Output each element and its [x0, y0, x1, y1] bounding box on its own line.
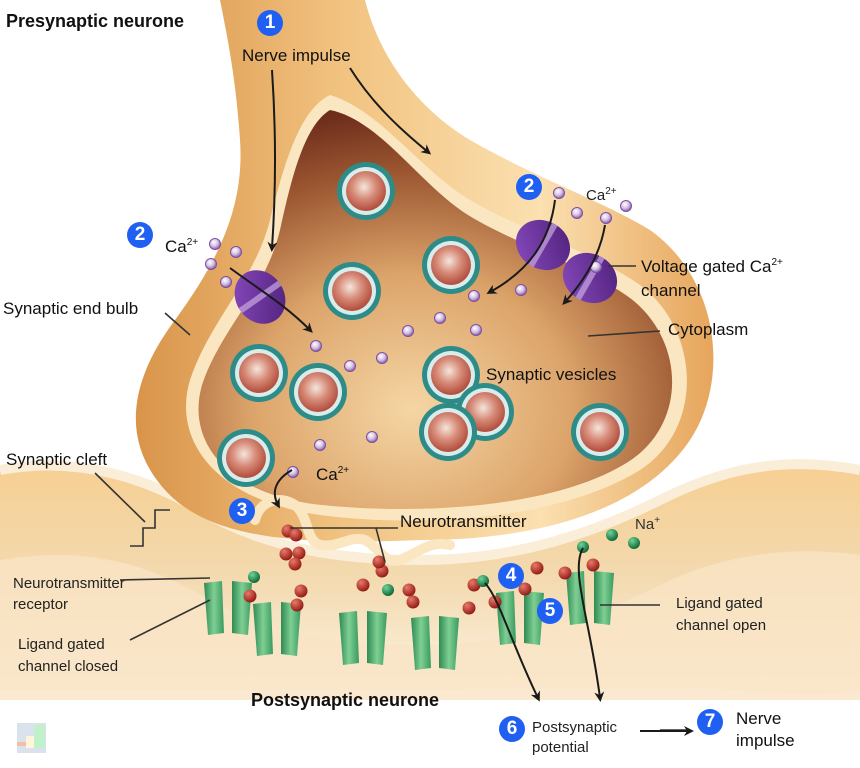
calcium-ion — [468, 290, 480, 302]
neurotransmitter-molecule — [356, 578, 370, 592]
synaptic-end-bulb-label: Synaptic end bulb — [3, 299, 139, 318]
ligand-gated-channel — [411, 616, 459, 670]
ca-entry-arrow-left — [229, 267, 313, 333]
calcium-ion — [230, 246, 242, 258]
na-arrow-2 — [577, 547, 605, 702]
nerve-impulse-label: Nerve impulse — [242, 46, 351, 65]
calcium-label-right: Ca2+ — [586, 186, 617, 204]
calcium-ion — [553, 187, 565, 199]
synaptic-vesicle — [323, 262, 381, 320]
synaptic-vesicle — [230, 344, 288, 402]
neurotransmitter-molecule — [292, 546, 306, 560]
leader-receptor — [119, 577, 211, 581]
neurotransmitter-molecule — [462, 601, 476, 615]
voltage-gated-calcium-channel — [515, 219, 571, 271]
calcium-ion — [434, 312, 446, 324]
synaptic-vesicles-label: Synaptic vesicles — [486, 365, 617, 384]
calcium-ion — [209, 238, 221, 250]
neurotransmitter-molecule — [372, 555, 386, 569]
neurotransmitter-molecule — [558, 566, 572, 580]
calcium-ion — [571, 207, 583, 219]
synaptic-vesicle — [419, 403, 477, 461]
leader-cytoplasm — [587, 330, 661, 337]
step-badge-2-right: 2 — [516, 174, 542, 200]
neurotransmitter-label: Neurotransmitter — [400, 512, 527, 531]
synaptic-vesicle — [217, 429, 275, 487]
ligand-gated-channel — [253, 602, 301, 656]
step-badge-7: 7 — [697, 709, 723, 735]
synaptic-vesicle — [289, 363, 347, 421]
sodium-ion — [577, 541, 589, 553]
neurotransmitter-molecule — [279, 547, 293, 561]
synaptic-cleft-bracket — [130, 509, 170, 547]
synaptic-vesicle — [422, 346, 480, 404]
calcium-ion — [515, 284, 527, 296]
neurotransmitter-molecule — [518, 582, 532, 596]
calcium-ion — [620, 200, 632, 212]
step-badge-4: 4 — [498, 563, 524, 589]
synaptic-cleft-label: Synaptic cleft — [6, 450, 108, 469]
calcium-label-bottom: Ca2+ — [316, 465, 350, 484]
calcium-ion — [205, 258, 217, 270]
synaptic-vesicle — [422, 236, 480, 294]
calcium-ion — [376, 352, 388, 364]
sodium-ion — [248, 571, 260, 583]
sodium-ion — [382, 584, 394, 596]
calcium-ion — [220, 276, 232, 288]
step-badge-2-left: 2 — [127, 222, 153, 248]
calcium-label-left: Ca2+ — [165, 237, 199, 256]
cytoplasm-label: Cytoplasm — [668, 320, 749, 339]
watermark-logo — [17, 723, 46, 753]
neurotransmitter-molecule — [402, 583, 416, 597]
synaptic-vesicle — [337, 162, 395, 220]
calcium-ion — [470, 324, 482, 336]
step-badge-3: 3 — [229, 498, 255, 524]
neurotransmitter-molecule — [530, 561, 544, 575]
leader-closed-channel — [129, 599, 211, 641]
sodium-ion — [628, 537, 640, 549]
leader-end-bulb — [164, 312, 191, 336]
sodium-ion — [606, 529, 618, 541]
neurotransmitter-molecule — [586, 558, 600, 572]
neurotransmitter-molecule — [288, 557, 302, 571]
impulse-arrow-left — [267, 69, 278, 252]
calcium-ion — [600, 212, 612, 224]
ca-entry-arrow-right1 — [486, 199, 556, 294]
exocytosis-arrow — [270, 469, 293, 509]
voltage-gated-channel-label: Voltage gated Ca2+ channel — [641, 257, 783, 300]
presynaptic-title: Presynaptic neurone — [6, 11, 185, 31]
voltage-gated-calcium-channel — [234, 270, 286, 324]
step-badge-1: 1 — [257, 10, 283, 36]
calcium-ion — [314, 439, 326, 451]
neurotransmitter-molecule — [294, 584, 308, 598]
step-badge-5: 5 — [537, 598, 563, 624]
ca-entry-arrow-right2 — [562, 224, 606, 305]
calcium-ion — [310, 340, 322, 352]
na-arrow-1 — [484, 582, 540, 702]
calcium-ion — [366, 431, 378, 443]
neurotransmitter-molecule — [289, 528, 303, 542]
postsynaptic-inner — [0, 551, 860, 700]
neurotransmitter-molecule — [243, 589, 257, 603]
neurotransmitter-molecule — [290, 598, 304, 612]
synaptic-vesicle — [571, 403, 629, 461]
sodium-label: Na+ — [635, 515, 661, 533]
impulse-arrow-right — [349, 67, 432, 155]
calcium-ion — [402, 325, 414, 337]
neurotransmitter-molecule — [406, 595, 420, 609]
calcium-ion — [344, 360, 356, 372]
ligand-gated-channel — [339, 611, 387, 665]
postsynaptic-title: Postsynaptic neurone — [251, 690, 440, 710]
leader-synaptic-cleft — [94, 472, 146, 523]
step-badge-6: 6 — [499, 716, 525, 742]
